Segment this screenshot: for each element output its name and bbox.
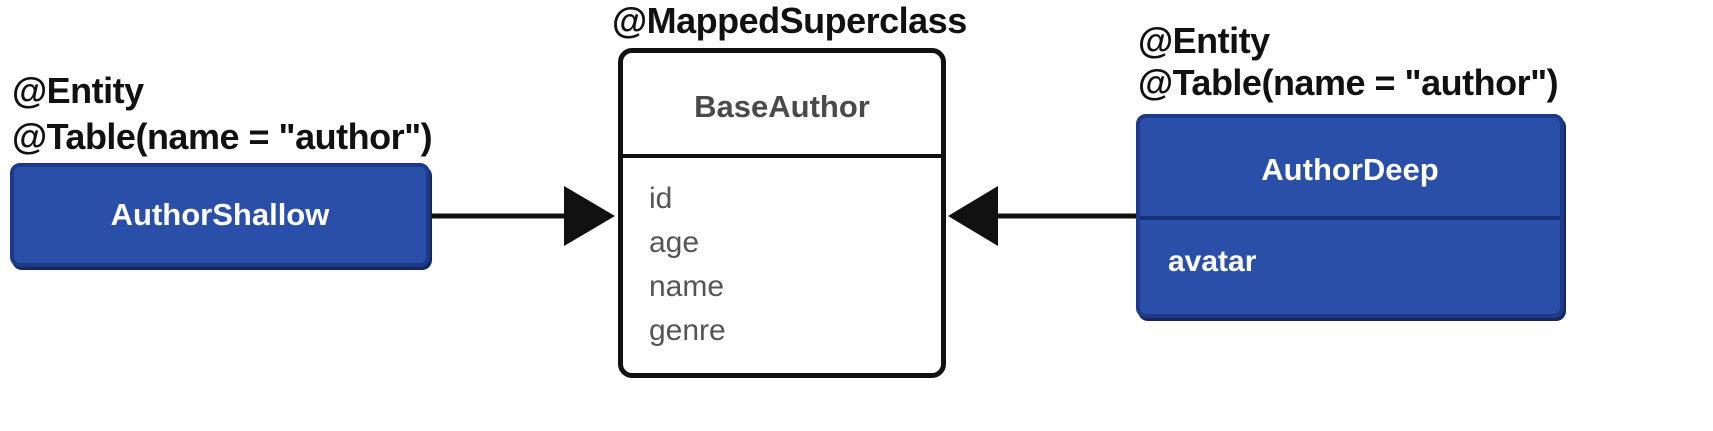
deep-to-base-arrowhead [948, 186, 998, 246]
author-shallow-class[interactable]: AuthorShallow [10, 163, 430, 267]
author-shallow-title: AuthorShallow [110, 197, 330, 232]
base-attr-id: id [649, 182, 673, 215]
author-deep-divider [1140, 216, 1560, 220]
deep-table-annotation: @Table(name = "author") [1138, 62, 1559, 103]
base-attr-age: age [649, 226, 700, 259]
base-author-title: BaseAuthor [694, 89, 870, 124]
base-author-divider [623, 154, 941, 158]
author-deep-title: AuthorDeep [1261, 152, 1439, 187]
shallow-table-annotation: @Table(name = "author") [12, 116, 433, 157]
base-attr-name: name [649, 270, 725, 303]
shallow-entity-annotation: @Entity [12, 70, 144, 111]
base-author-class[interactable]: BaseAuthor id age name genre [618, 48, 946, 378]
base-stereotype: @MappedSuperclass [612, 0, 967, 41]
shallow-to-base-arrowhead [564, 186, 615, 246]
base-attr-genre: genre [649, 314, 726, 347]
author-deep-class[interactable]: AuthorDeep avatar [1136, 114, 1564, 318]
deep-attr-avatar: avatar [1168, 245, 1257, 278]
deep-entity-annotation: @Entity [1138, 20, 1270, 61]
